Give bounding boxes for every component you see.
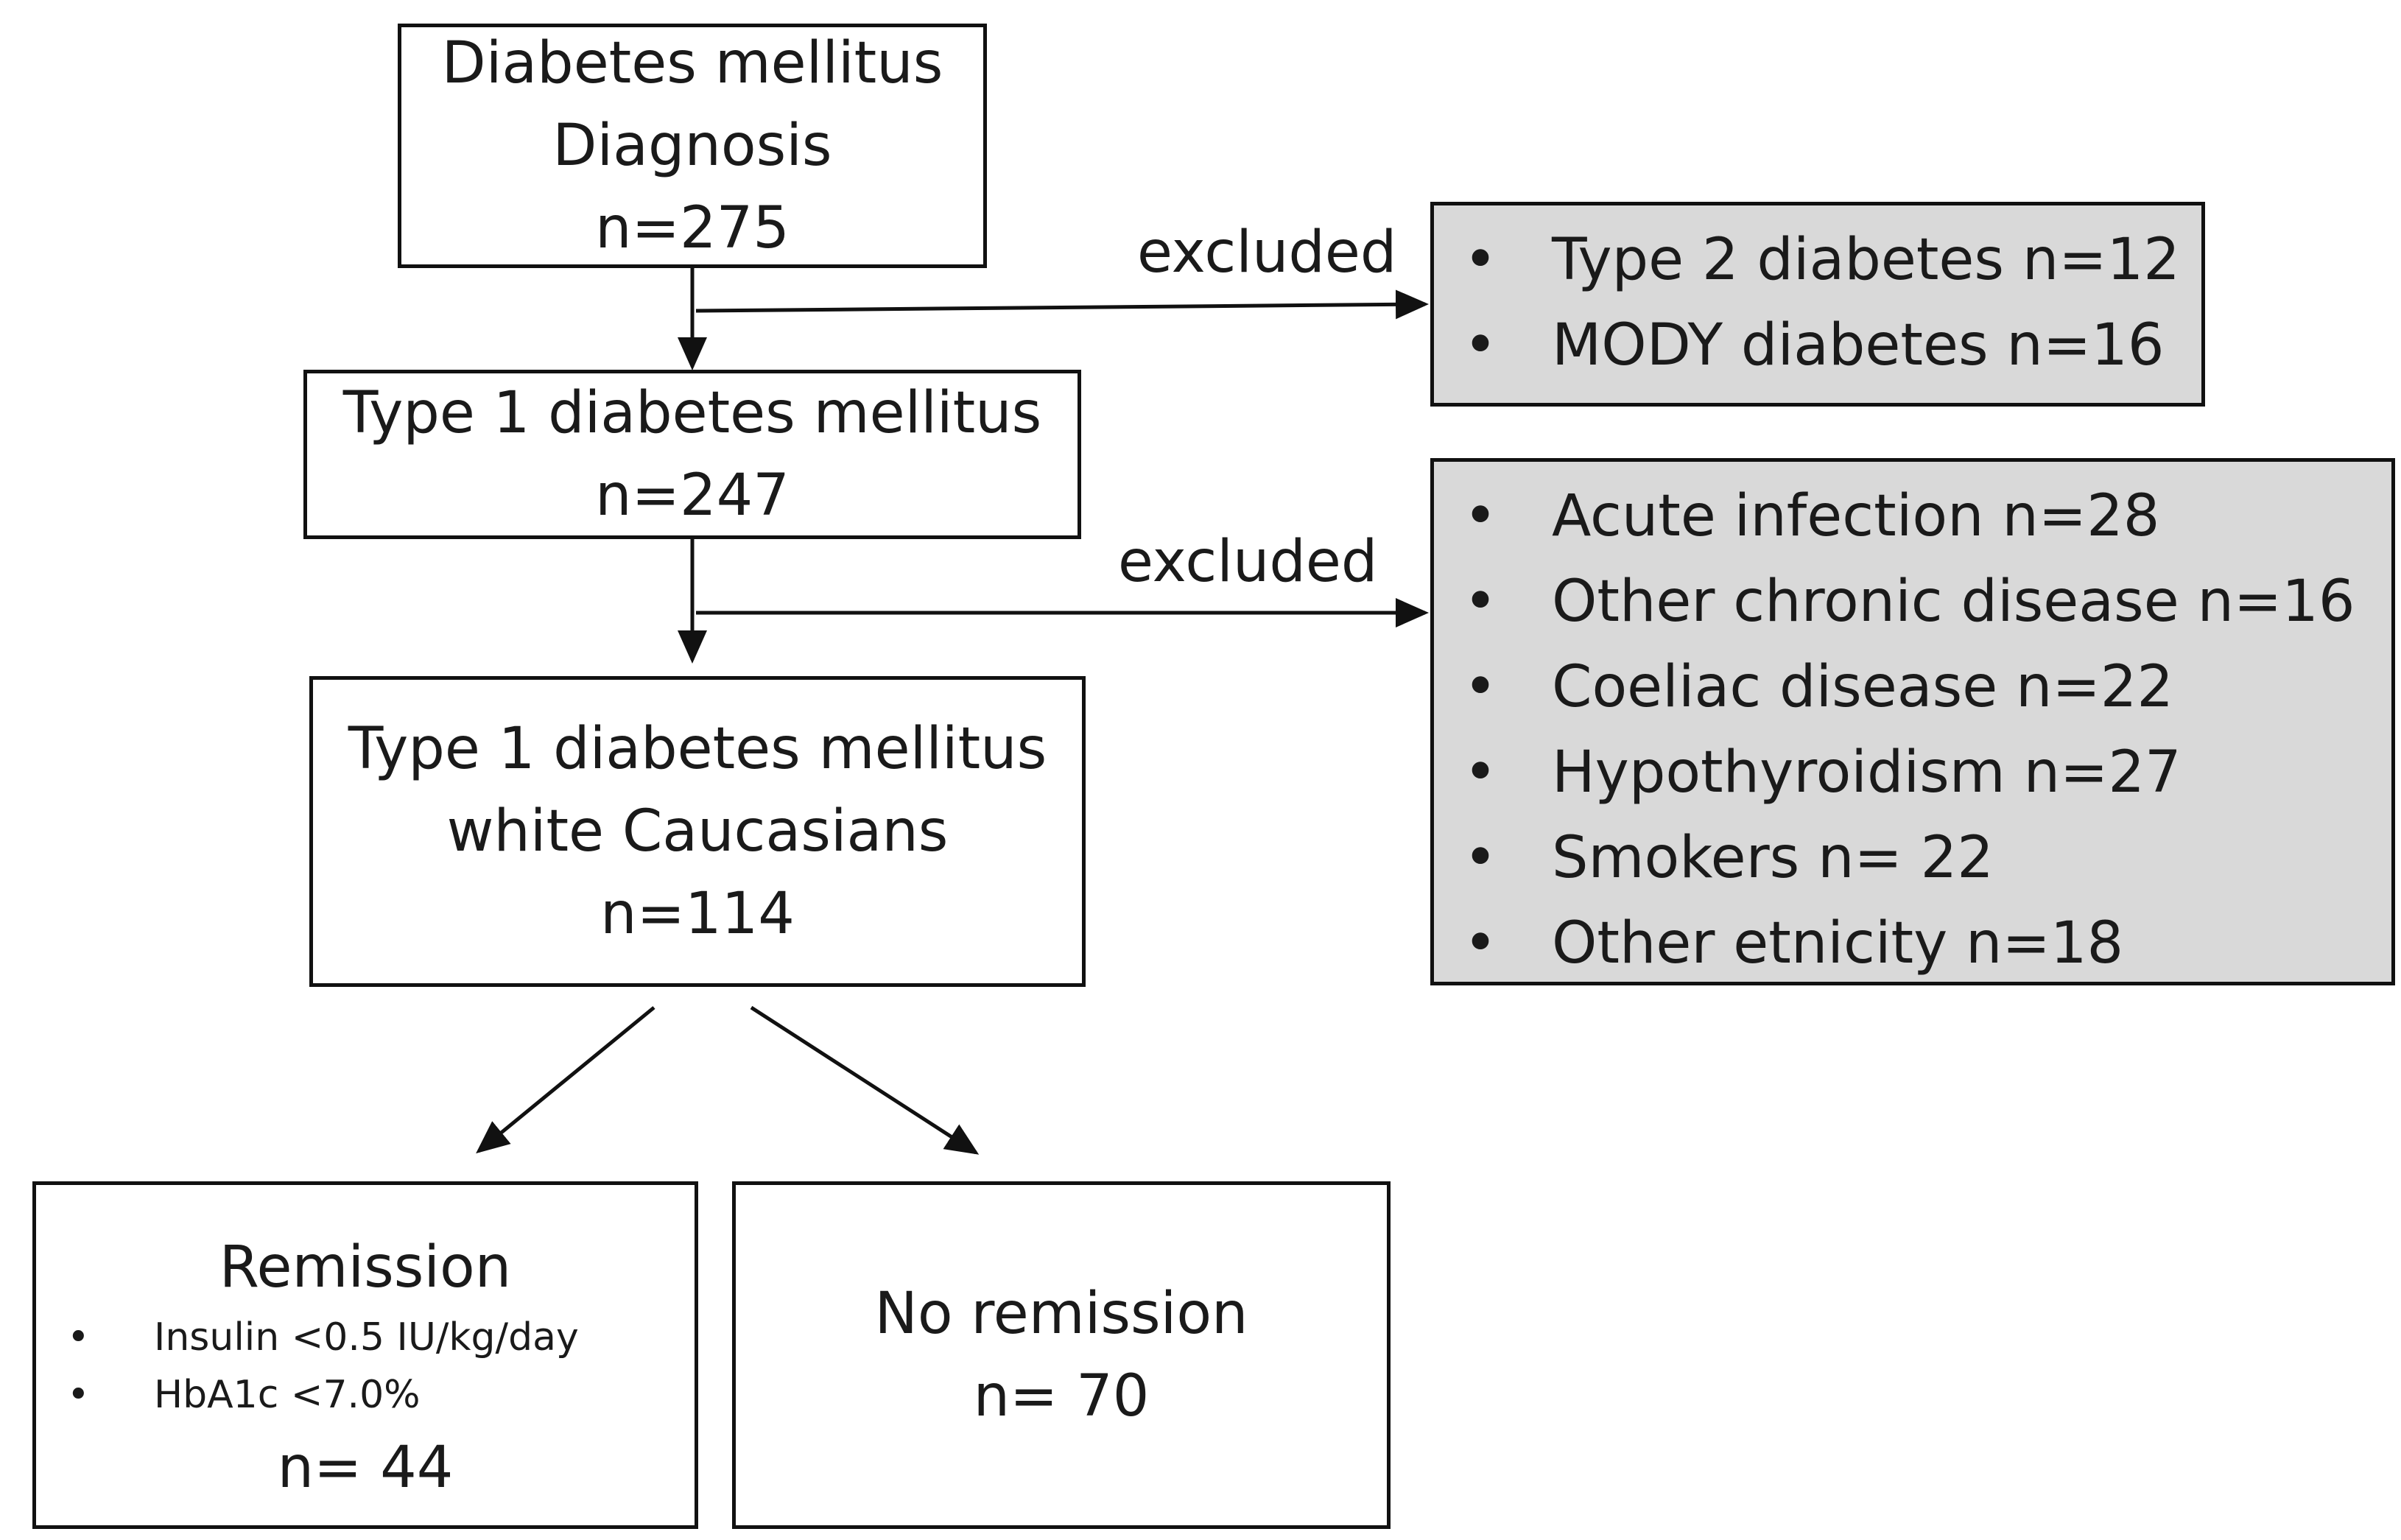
exclusion-item: Other etnicity n=18 <box>1434 901 2391 986</box>
remission-criterion: Insulin <0.5 IU/kg/day <box>36 1309 579 1366</box>
type1-line-1: Type 1 diabetes mellitus <box>342 379 1042 446</box>
arrow-exclusion-1 <box>695 289 1429 320</box>
caucasians-line-2: white Caucasians <box>446 798 949 865</box>
exclusion-box-2: Acute infection n=28 Other chronic disea… <box>1430 458 2395 986</box>
arrow-to-remission <box>476 1006 655 1154</box>
exclusion-list-1: Type 2 diabetes n=12 MODY diabetes n=16 <box>1434 217 2201 388</box>
exclusion-item: Coeliac disease n=22 <box>1434 644 2391 730</box>
no-remission-count: n= 70 <box>973 1363 1150 1430</box>
exclusion-item: Smokers n= 22 <box>1434 815 2391 901</box>
exclusion-item: Hypothyroidism n=27 <box>1434 730 2391 815</box>
excluded-label-1: excluded <box>1137 219 1397 286</box>
box-type1: Type 1 diabetes mellitus n=247 <box>303 370 1081 539</box>
exclusion-box-1: Type 2 diabetes n=12 MODY diabetes n=16 <box>1430 202 2205 407</box>
box-diagnosis: Diabetes mellitus Diagnosis n=275 <box>398 24 987 268</box>
exclusion-item: Type 2 diabetes n=12 <box>1434 217 2201 303</box>
no-remission-title: No remission <box>874 1280 1248 1347</box>
type1-count: n=247 <box>595 463 790 529</box>
remission-criterion: HbA1c <7.0% <box>36 1366 579 1424</box>
excluded-label-2: excluded <box>1118 529 1378 595</box>
remission-criteria: Insulin <0.5 IU/kg/day HbA1c <7.0% <box>36 1309 579 1424</box>
diagnosis-line-1: Diabetes mellitus <box>441 29 943 96</box>
exclusion-list-2: Acute infection n=28 Other chronic disea… <box>1434 474 2391 986</box>
remission-count: n= 44 <box>277 1435 454 1502</box>
box-caucasians: Type 1 diabetes mellitus white Caucasian… <box>309 676 1086 987</box>
diagnosis-count: n=275 <box>595 195 790 262</box>
box-no-remission: No remission n= 70 <box>732 1181 1391 1529</box>
diagnosis-line-2: Diagnosis <box>552 112 832 179</box>
caucasians-count: n=114 <box>600 881 795 948</box>
box-remission: Remission Insulin <0.5 IU/kg/day HbA1c <… <box>32 1181 698 1529</box>
exclusion-item: Other chronic disease n=16 <box>1434 559 2391 644</box>
remission-title: Remission <box>219 1234 512 1301</box>
caucasians-line-1: Type 1 diabetes mellitus <box>348 715 1047 782</box>
exclusion-item: MODY diabetes n=16 <box>1434 303 2201 388</box>
exclusion-item: Acute infection n=28 <box>1434 474 2391 559</box>
arrow-to-no-remission <box>750 1005 980 1155</box>
